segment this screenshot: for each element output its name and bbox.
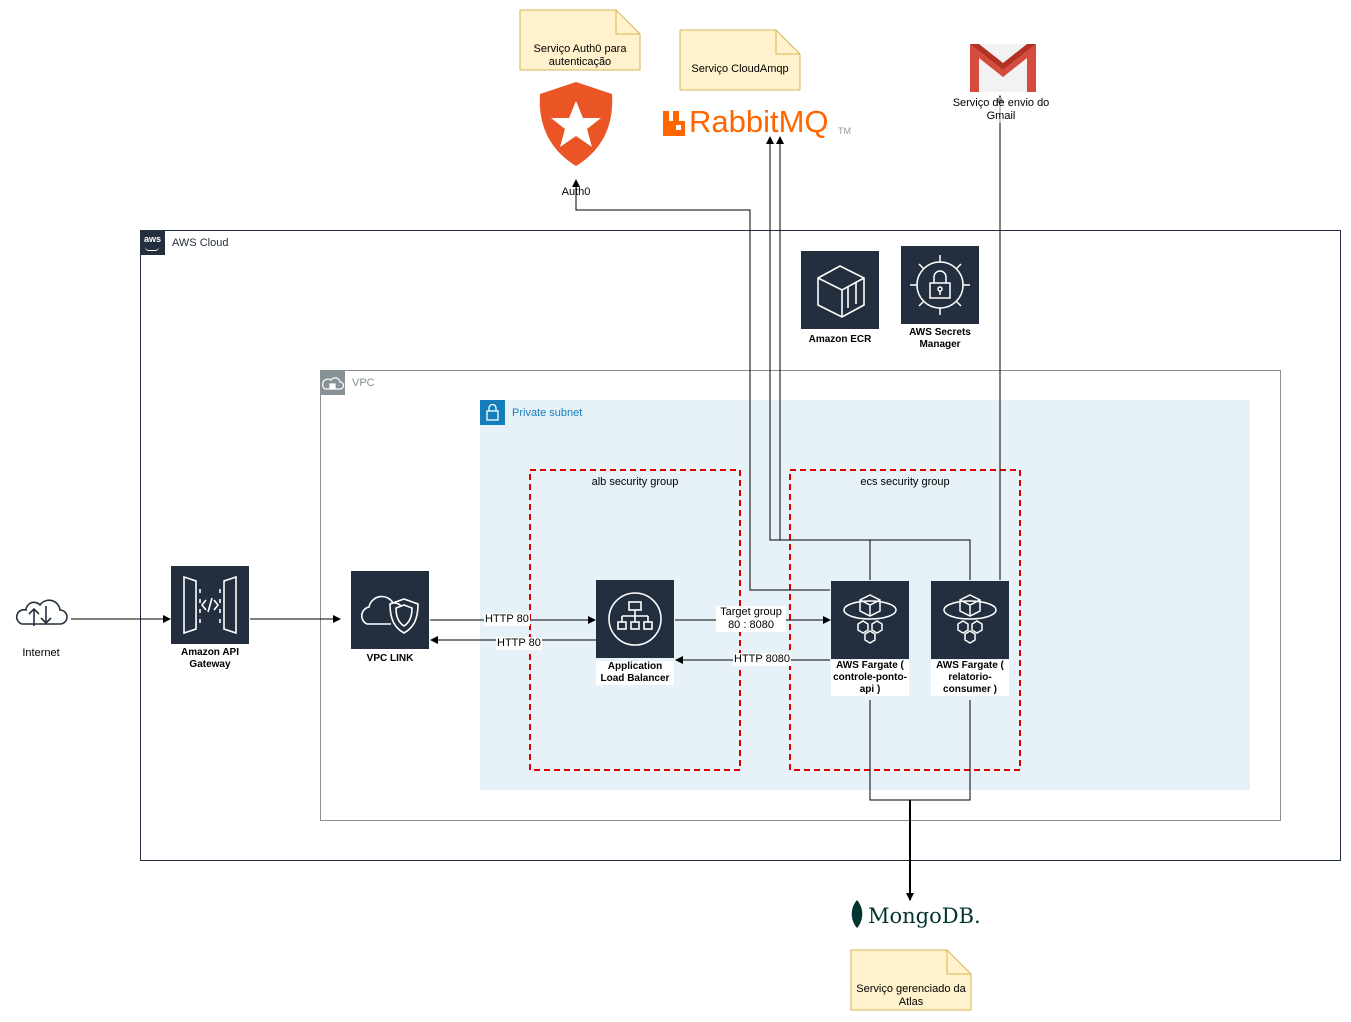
fargate-controle-tile <box>831 581 909 659</box>
edges <box>71 95 1004 901</box>
aws-smile-icon <box>145 247 159 251</box>
gmail-label: Serviço de envio do Gmail <box>948 97 1054 123</box>
edge-fargate-auth0 <box>572 179 830 591</box>
fargate-relatorio-label: AWS Fargate ( relatorio-consumer ) <box>931 660 1009 696</box>
aws-cloud-group <box>140 230 1341 861</box>
note-shape-auth0 <box>519 9 641 71</box>
edge-label-alb-vpclink: HTTP 80 <box>496 637 542 650</box>
edge-label-alb-fargate: Target group 80 : 8080 <box>716 606 786 632</box>
secrets-manager-label: AWS Secrets Manager <box>909 327 971 350</box>
rabbitmq-logo-main: RabbitMQ <box>689 104 829 139</box>
subnet-lock-icon <box>486 403 499 421</box>
mongodb-leaf-icon <box>851 900 863 928</box>
alb-security-group-title: alb security group <box>591 476 679 488</box>
fargate-controle-icon <box>843 594 897 644</box>
aws-cloud-title: AWS Cloud <box>172 237 229 249</box>
alb-label: Application Load Balancer <box>596 661 674 685</box>
rabbitmq-logo-icon <box>663 111 685 136</box>
rabbitmq-logo-text: RabbitMQ <box>689 103 829 141</box>
aws-logo-icon: aws <box>143 234 161 244</box>
fargate-controle-label: AWS Fargate ( controle-ponto-api ) <box>831 660 909 696</box>
edge-controle-mongodb <box>869 700 910 801</box>
edge-relatorio-mongodb <box>910 700 971 801</box>
vpc-cloud-lock-icon <box>322 377 345 390</box>
vpc-link-icon <box>361 595 419 634</box>
internet-label: Internet <box>22 647 60 659</box>
vpc-title: VPC <box>352 377 375 389</box>
ecr-tile <box>801 251 879 329</box>
note-auth0: Serviço Auth0 para autenticação <box>533 43 627 68</box>
edge-label-fargate-alb: HTTP 8080 <box>733 653 792 666</box>
private-subnet-title: Private subnet <box>512 407 583 419</box>
secrets-manager-icon <box>910 255 970 315</box>
api-gateway-label: Amazon API Gateway <box>181 647 239 670</box>
note-atlas: Serviço gerenciado da Atlas <box>856 983 966 1008</box>
gmail-logo-icon <box>970 44 1036 92</box>
auth0-label: Auth0 <box>561 186 591 198</box>
ecr-icon <box>817 265 865 318</box>
fargate-relatorio-icon <box>943 594 997 644</box>
note-shape-cloudamqp <box>679 29 801 91</box>
edge-fargate-rabbitmq-2 <box>776 136 971 580</box>
mongodb-logo-text: MongoDB. <box>868 904 981 928</box>
vpc-group <box>320 370 1281 821</box>
alb-icon <box>608 592 662 646</box>
subnet-badge-bg <box>480 400 505 425</box>
ecr-label: Amazon ECR <box>808 334 872 345</box>
edge-label-vpclink-alb: HTTP 80 <box>484 613 530 626</box>
note-cloudamqp: Serviço CloudAmqp <box>691 63 789 75</box>
auth0-logo-icon <box>539 82 613 166</box>
api-gateway-icon <box>183 575 237 635</box>
rabbitmq-logo-tm: TM <box>838 126 851 136</box>
vpc-link-label: VPC LINK <box>366 653 414 664</box>
ecs-security-group-title: ecs security group <box>860 476 950 488</box>
internet-cloud-icon <box>15 599 68 626</box>
note-shape-atlas <box>850 949 972 1011</box>
fargate-relatorio-tile <box>931 581 1009 659</box>
